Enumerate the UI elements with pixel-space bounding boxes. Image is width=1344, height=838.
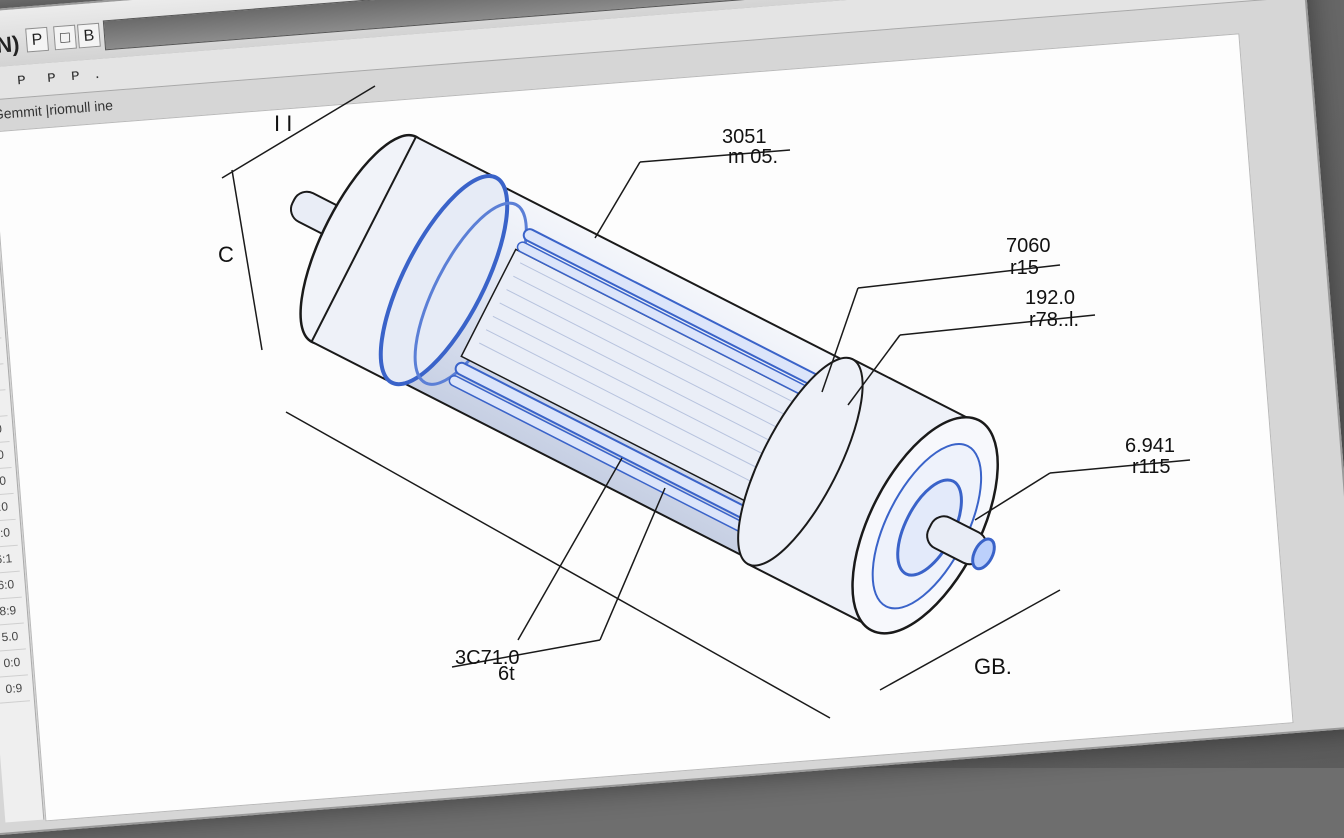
dimension-lines [221, 85, 1191, 719]
dim-left-label: C [218, 242, 234, 267]
dim-right-label: GB. [974, 654, 1012, 679]
callout-2-line2: r15 [1010, 257, 1039, 279]
technical-drawing: I I C 3051 m 05. 7060 r15 192.0 r78..l. … [218, 85, 1191, 719]
callout-5-line1: 3C71.0 [455, 647, 520, 669]
callout-5-line2: 6t [498, 663, 515, 685]
left-blue-ring [378, 174, 510, 387]
right-shaft-tip [971, 537, 996, 571]
callout-1-line2: m 05. [728, 146, 778, 168]
core-texture [479, 262, 797, 485]
callout-2-line1: 7060 [1006, 235, 1051, 257]
right-housing-back [737, 356, 864, 567]
callout-1-line1: 3051 [722, 126, 767, 148]
callout-4-line1: 6.941 [1125, 435, 1175, 457]
callout-3-line2: r78..l. [1029, 309, 1079, 331]
callout-4-line2: r115 [1132, 456, 1171, 478]
roller-assembly [289, 133, 999, 635]
callout-3-line1: 192.0 [1025, 287, 1075, 309]
dim-top-label: I I [274, 111, 292, 136]
